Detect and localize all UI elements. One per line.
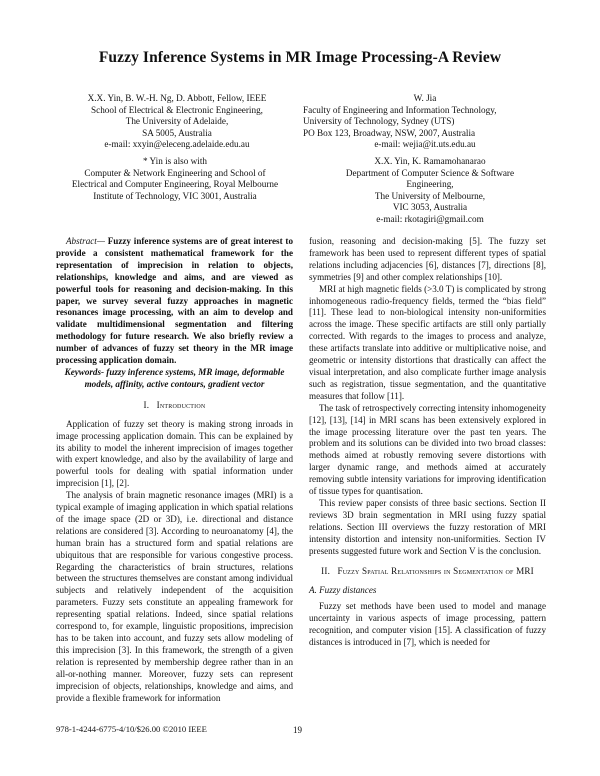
affiliation-left-bottom: * Yin is also with Computer & Network En… <box>40 156 310 202</box>
paragraph: Application of fuzzy set theory is makin… <box>56 418 293 489</box>
affiliation-line: e-mail: wejia@it.uts.edu.au <box>374 139 476 150</box>
affiliation-left-top: X.X. Yin, B. W.-H. Ng, D. Abbott, Fellow… <box>52 93 302 151</box>
page-number: 19 <box>293 725 302 735</box>
affiliation-line: VIC 3053, Australia <box>392 202 468 213</box>
right-column: fusion, reasoning and decision-making [5… <box>309 236 546 649</box>
paper-title: Fuzzy Inference Systems in MR Image Proc… <box>98 49 502 66</box>
paragraph: This review paper consists of three basi… <box>309 497 546 556</box>
affiliation-line: X.X. Yin, K. Ramamohanarao <box>374 156 486 166</box>
keywords: Keywords- fuzzy inference systems, MR im… <box>64 366 285 389</box>
affiliation-line: SA 5005, Australia <box>142 127 212 138</box>
section-heading-1: I. Introduction <box>56 400 293 412</box>
affiliation-line: Engineering, <box>406 179 454 190</box>
affiliation-line: Computer & Network Engineering and Schoo… <box>84 167 266 178</box>
paragraph: fusion, reasoning and decision-making [5… <box>309 236 546 282</box>
paragraph: MRI at high magnetic fields (>3.0 T) is … <box>309 283 546 401</box>
abstract: Abstract— Fuzzy inference systems are of… <box>56 236 293 367</box>
section-title: Fuzzy Spatial Relationships in Segmentat… <box>337 566 534 577</box>
affiliation-right-top: W. Jia Faculty of Engineering and Inform… <box>300 93 550 151</box>
abstract-body: Fuzzy inference systems are of great int… <box>56 236 293 366</box>
footer-isbn: 978-1-4244-6775-4/10/$26.00 ©2010 IEEE <box>56 724 207 734</box>
section-number: I. <box>143 399 150 410</box>
affiliation-line: Department of Computer Science & Softwar… <box>345 167 515 178</box>
section-heading-2: II. Fuzzy Spatial Relationships in Segme… <box>309 566 546 578</box>
affiliation-line: School of Electrical & Electronic Engine… <box>91 104 263 115</box>
left-column: Abstract— Fuzzy inference systems are of… <box>56 236 293 704</box>
affiliation-line: * Yin is also with <box>143 156 207 166</box>
affiliation-line: The University of Melbourne, <box>374 190 486 201</box>
affiliation-line: PO Box 123, Broadway, NSW, 2007, Austral… <box>303 127 476 138</box>
affiliation-line: University of Technology, Sydney (UTS) <box>303 116 455 127</box>
paragraph: The analysis of brain magnetic resonance… <box>56 490 293 703</box>
paragraph: Fuzzy set methods have been used to mode… <box>309 601 546 647</box>
affiliation-line: X.X. Yin, B. W.-H. Ng, D. Abbott, Fellow… <box>87 93 267 103</box>
paragraph: The task of retrospectively correcting i… <box>309 402 546 497</box>
affiliation-line: W. Jia <box>413 93 437 103</box>
affiliation-line: e-mail: rkotagiri@gmail.com <box>376 213 484 224</box>
affiliation-line: Faculty of Engineering and Information T… <box>303 104 497 115</box>
affiliation-line: e-mail: xxyin@eleceng.adelaide.edu.au <box>104 139 250 150</box>
affiliation-right-bottom: X.X. Yin, K. Ramamohanarao Department of… <box>320 156 540 226</box>
section-title: Introduction <box>156 399 206 410</box>
affiliation-line: Electrical and Computer Engineering, Roy… <box>71 179 279 190</box>
section-number: II. <box>321 566 331 577</box>
abstract-lead: Abstract— <box>66 236 105 246</box>
affiliation-line: The University of Adelaide, <box>125 116 229 127</box>
subsection-heading: A. Fuzzy distances <box>309 585 377 596</box>
affiliation-line: Institute of Technology, VIC 3001, Austr… <box>93 190 257 201</box>
